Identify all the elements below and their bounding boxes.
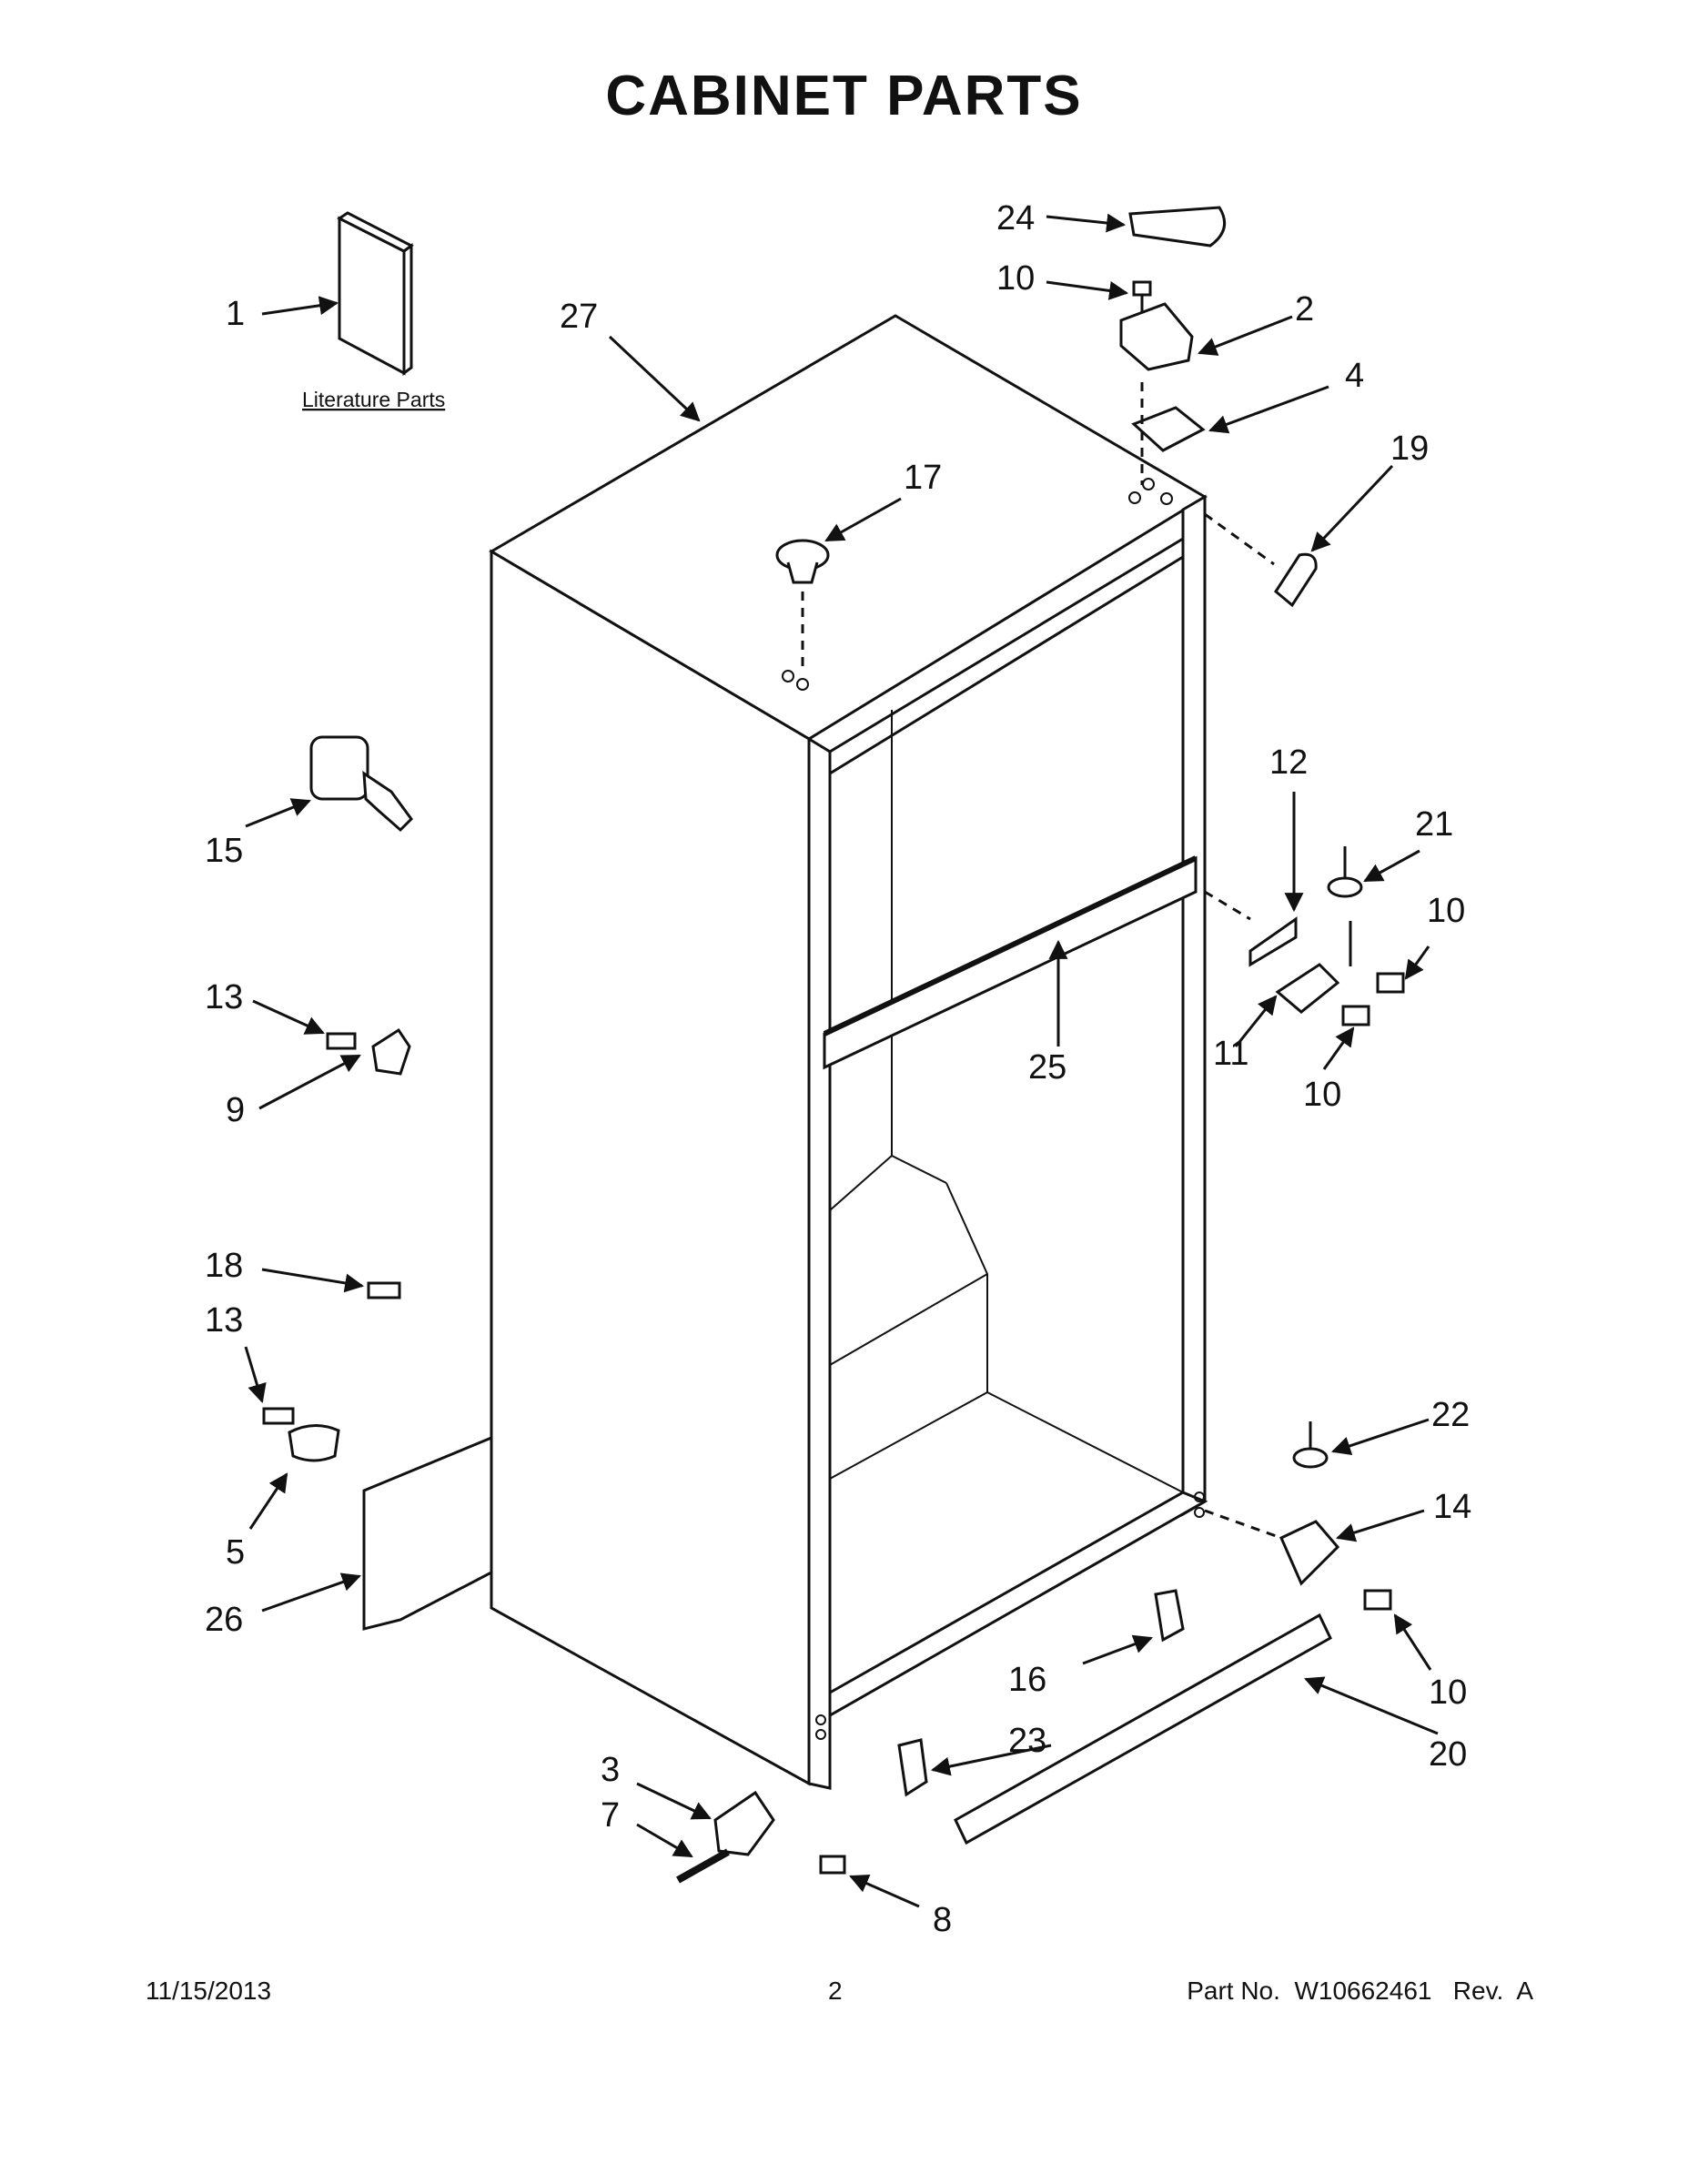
toe-grille-icon [954, 1613, 1332, 1845]
callout-25: 25 [1028, 1048, 1066, 1087]
callout-26: 26 [205, 1601, 243, 1639]
callout-11: 11 [1213, 1035, 1248, 1073]
footer-part-number: Part No. W10662461 Rev. A [1187, 1977, 1533, 2005]
callout-10: 10 [1427, 892, 1465, 930]
callout-15: 15 [205, 832, 243, 870]
door-handle-icon [309, 735, 413, 833]
leveling-leg-icon [676, 1790, 846, 1884]
plug-button-icon [775, 539, 830, 584]
callout-13: 13 [205, 978, 243, 1016]
screw-13-icon [262, 1407, 295, 1425]
footer-date: 11/15/2013 [146, 1977, 272, 2005]
top-hinge-icon [1119, 302, 1194, 371]
middle-hinge-icon [1248, 846, 1405, 1026]
callout-13: 13 [205, 1301, 243, 1340]
callout-5: 5 [226, 1533, 245, 1572]
callout-22: 22 [1431, 1396, 1470, 1434]
page-title: CABINET PARTS [605, 65, 1083, 127]
callout-numbers: 1 27 24 10 2 4 19 17 15 12 21 10 13 9 25… [205, 199, 1471, 1939]
leader-lines [244, 213, 1439, 1908]
callout-2: 2 [1295, 290, 1314, 329]
footer-page-number: 2 [828, 1977, 843, 2005]
callout-18: 18 [205, 1247, 243, 1285]
screw-18-icon [367, 1281, 401, 1299]
callout-3: 3 [601, 1751, 620, 1789]
callout-24: 24 [996, 199, 1035, 238]
callout-27: 27 [560, 298, 598, 336]
cable-clamp-icon [288, 1424, 340, 1462]
rear-cover-panel-icon [362, 1435, 493, 1631]
callout-19: 19 [1390, 430, 1429, 468]
callout-4: 4 [1345, 357, 1364, 395]
clip-16-icon [1154, 1589, 1185, 1643]
callout-16: 16 [1008, 1661, 1046, 1699]
door-stop-bracket-icon [326, 1027, 411, 1076]
callout-8: 8 [933, 1901, 952, 1939]
callout-10: 10 [1303, 1076, 1341, 1114]
bottom-hinge-icon [1279, 1421, 1392, 1611]
callout-10: 10 [996, 259, 1035, 298]
door-stop-icon [1274, 552, 1318, 608]
callout-23: 23 [1008, 1722, 1046, 1760]
clip-23-icon [897, 1738, 928, 1797]
callout-17: 17 [904, 459, 942, 497]
literature-parts-icon [337, 211, 414, 376]
hinge-cover-icon [1128, 206, 1227, 248]
callout-7: 7 [601, 1796, 620, 1835]
callout-12: 12 [1269, 743, 1308, 782]
literature-parts-label: Literature Parts [302, 388, 445, 411]
callout-1: 1 [226, 295, 245, 333]
mullion-bar [823, 855, 1198, 1070]
callout-20: 20 [1429, 1735, 1467, 1774]
hinge-shim-icon [1131, 406, 1206, 452]
callout-21: 21 [1415, 805, 1453, 844]
callout-10: 10 [1429, 1673, 1467, 1712]
callout-14: 14 [1433, 1488, 1471, 1526]
callout-9: 9 [226, 1091, 245, 1129]
